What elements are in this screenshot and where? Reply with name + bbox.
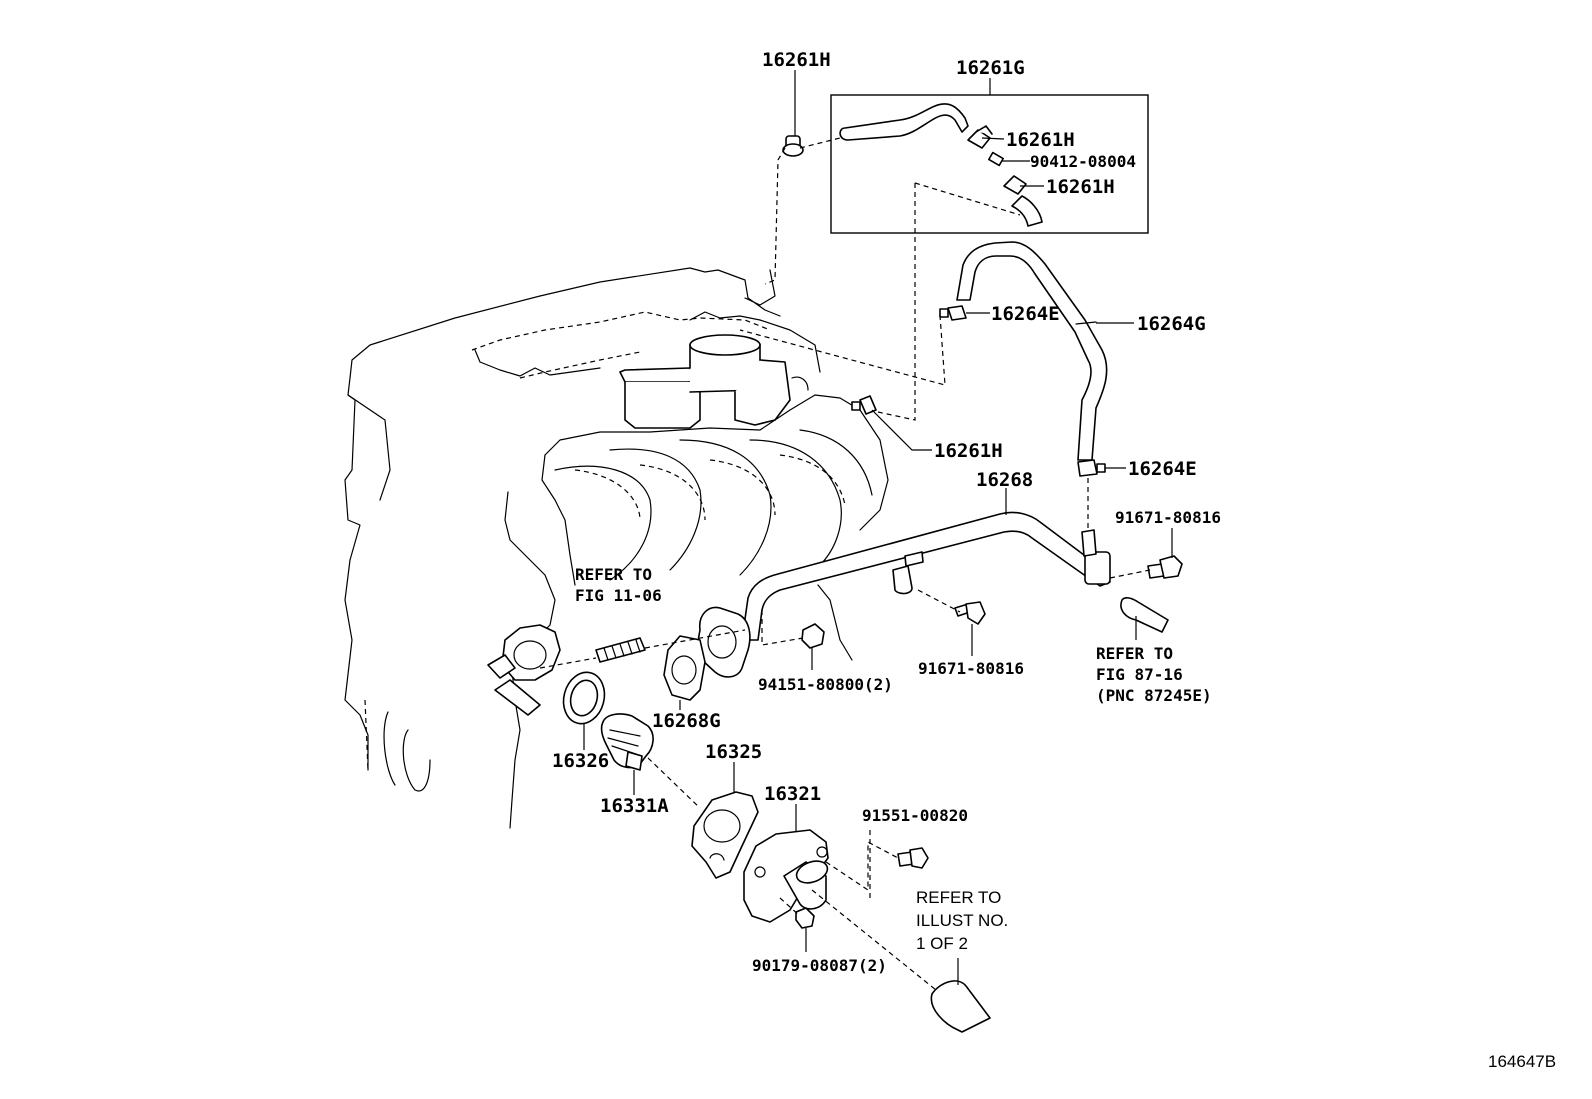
label-refer-fig-87-16-line2: FIG 87-16 [1096, 665, 1183, 684]
label-16268G: 16268G [652, 710, 721, 732]
label-16321: 16321 [764, 783, 821, 805]
water-inlet-16321[interactable] [743, 829, 830, 923]
label-90179-08087: 90179-08087(2) [752, 956, 887, 975]
clip-16261H-top[interactable] [782, 135, 804, 157]
bolt-91551-00820[interactable] [897, 847, 929, 869]
pipe-flange [697, 606, 751, 678]
stud-bolt[interactable] [595, 637, 646, 663]
label-91671-80816-right: 91671-80816 [1115, 508, 1221, 527]
label-refer-illust-line1: REFER TO [916, 888, 1001, 907]
label-16261G: 16261G [956, 57, 1025, 79]
bolt-91671-80816-mid[interactable] [954, 601, 986, 625]
label-94151-80800: 94151-80800(2) [758, 675, 893, 694]
label-leaders [583, 70, 1173, 985]
illustration-code: 164647B [1488, 1052, 1556, 1071]
label-refer-fig-11-06-line1: REFER TO [575, 565, 652, 584]
clip-16264E-bottom[interactable] [1077, 459, 1106, 477]
label-refer-fig-87-16-line3: (PNC 87245E) [1096, 686, 1212, 705]
o-ring-16326[interactable] [558, 668, 610, 729]
clip-16264E-top[interactable] [939, 305, 967, 321]
nut-90179-08087[interactable] [795, 907, 815, 929]
gasket-16268G[interactable] [663, 635, 706, 701]
label-refer-illust-line3: 1 OF 2 [916, 934, 968, 953]
label-refer-illust-line2: ILLUST NO. [916, 911, 1008, 930]
label-90412-08004: 90412-08004 [1030, 152, 1136, 171]
label-refer-fig-87-16-line1: REFER TO [1096, 644, 1173, 663]
label-91671-80816-mid: 91671-80816 [918, 659, 1024, 678]
label-16264E-bottom: 16264E [1128, 458, 1197, 480]
clip-16261H-box2[interactable] [1003, 175, 1027, 195]
nut-94151-80800[interactable] [801, 623, 825, 649]
bolt-91671-80816-right[interactable] [1147, 555, 1183, 579]
label-16264E-top: 16264E [991, 303, 1060, 325]
dashed-assembly-lines [539, 137, 1151, 991]
hose-16264G[interactable] [956, 241, 1108, 461]
label-refer-fig-11-06-line2: FIG 11-06 [575, 586, 662, 605]
label-16261H-box1: 16261H [1006, 129, 1075, 151]
label-16331A: 16331A [600, 795, 669, 817]
radiator-hose-stub [930, 980, 991, 1033]
water-bypass-pipe-16268[interactable] [741, 511, 1169, 641]
label-91551-00820: 91551-00820 [862, 806, 968, 825]
kit-box-16261G [830, 78, 1149, 234]
label-16264G: 16264G [1137, 313, 1206, 335]
label-16325: 16325 [705, 741, 762, 763]
label-16326: 16326 [552, 750, 609, 772]
label-16261H-mid: 16261H [934, 440, 1003, 462]
label-16268: 16268 [976, 469, 1033, 491]
fitting-90412-08004[interactable] [988, 151, 1004, 167]
label-16261H-top: 16261H [762, 49, 831, 71]
thermostat-16331A[interactable] [600, 713, 654, 771]
breather-hose-16261G[interactable] [839, 103, 1043, 227]
part-number-labels: 16261H 16261G 16261H 90412-08004 16261H … [552, 49, 1556, 1071]
label-16261H-box2: 16261H [1046, 176, 1115, 198]
gasket-16325[interactable] [691, 791, 759, 879]
engine-block-outline [344, 267, 889, 829]
clip-16261H-mid[interactable] [851, 395, 877, 415]
clip-16261H-box1[interactable] [967, 125, 993, 149]
